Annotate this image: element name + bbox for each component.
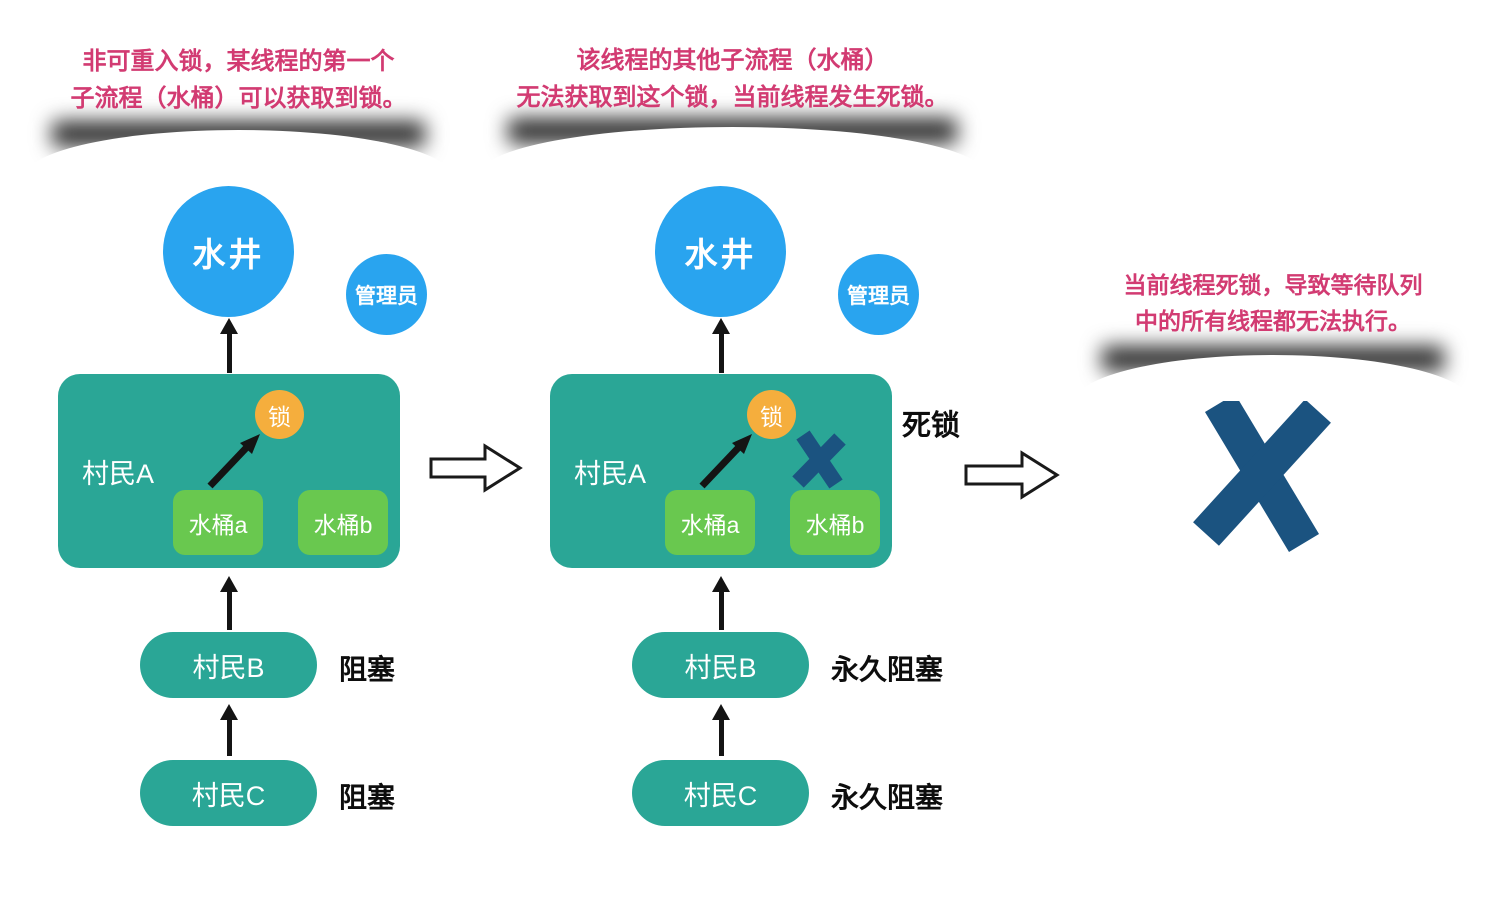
villager-b-status: 永久阻塞 [831, 654, 944, 685]
failure-cross-icon [1193, 393, 1331, 553]
villager-b-label: 村民B [192, 652, 265, 683]
bucket-b-label: 水桶b [805, 511, 865, 538]
bucket-b-box: 水桶b [298, 490, 388, 555]
up-arrow-icon [712, 576, 730, 630]
villager-c-status: 永久阻塞 [831, 782, 944, 813]
deadlock-label: 死锁 [902, 410, 961, 442]
lock-circle: 锁 [747, 390, 796, 439]
note-line: 无法获取到这个锁，当前线程发生死锁。 [516, 83, 949, 111]
arrow-head [220, 576, 238, 592]
villager-c-pill: 村民C [140, 760, 317, 826]
note-line: 非可重入锁，某线程的第一个 [82, 48, 395, 75]
bucket-a-box: 水桶a [665, 490, 755, 555]
lock-circle: 锁 [255, 390, 304, 439]
admin-label: 管理员 [847, 284, 910, 308]
lock-label: 锁 [760, 403, 783, 430]
up-arrow-icon [712, 704, 730, 756]
admin-circle: 管理员 [838, 254, 919, 335]
villager-c-label: 村民C [683, 780, 758, 811]
well-circle: 水井 [655, 186, 786, 317]
lock-label: 锁 [268, 403, 291, 430]
villager-a-label: 村民A [82, 459, 155, 489]
up-arrow-icon [220, 704, 238, 756]
note-line: 当前线程死锁，导致等待队列 [1123, 272, 1423, 298]
villager-c-pill: 村民C [632, 760, 809, 826]
diagonal-arrow-icon [699, 434, 752, 489]
villager-a-box: 村民A 锁 水桶a 水桶b [58, 374, 400, 568]
villager-c-status: 阻塞 [339, 782, 396, 813]
well-label: 水井 [192, 235, 265, 273]
note-line: 中的所有线程都无法执行。 [1135, 308, 1411, 334]
villager-b-pill: 村民B [632, 632, 809, 698]
villager-c-label: 村民C [191, 780, 266, 811]
note-other-subprocess-deadlock: 该线程的其他子流程（水桶） 无法获取到这个锁，当前线程发生死锁。 [482, 22, 983, 173]
note-line: 该线程的其他子流程（水桶） [576, 46, 889, 74]
diagonal-arrow-icon [207, 434, 260, 489]
admin-label: 管理员 [355, 284, 418, 308]
bucket-a-label: 水桶a [188, 511, 248, 538]
note-wait-queue-blocked: 当前线程死锁，导致等待队列 中的所有线程都无法执行。 [1076, 243, 1470, 401]
right-block-arrow-icon [429, 443, 523, 493]
arrow-stem [718, 334, 724, 373]
diagram-stage-1: 水井 管理员 村民A 锁 水桶a 水桶b [58, 186, 538, 846]
arrow-stem [226, 592, 232, 630]
well-circle: 水井 [163, 186, 294, 317]
villager-a-box: 村民A 锁 水桶a 水桶b [550, 374, 892, 568]
well-label: 水井 [684, 235, 757, 273]
villager-b-label: 村民B [684, 652, 757, 683]
arrow-head [220, 704, 238, 720]
bucket-b-box: 水桶b [790, 490, 880, 555]
right-block-arrow-icon [964, 450, 1060, 500]
up-arrow-icon [220, 576, 238, 630]
blocked-cross-icon [792, 430, 846, 489]
up-arrow-icon [220, 318, 238, 373]
note-line: 子流程（水桶）可以获取到锁。 [70, 85, 407, 112]
up-arrow-icon [712, 318, 730, 373]
arrow-head [220, 318, 238, 334]
arrow-stem [226, 334, 232, 373]
arrow-stem [718, 720, 724, 756]
bucket-a-box: 水桶a [173, 490, 263, 555]
villager-b-pill: 村民B [140, 632, 317, 698]
villager-a-label: 村民A [574, 459, 647, 489]
bucket-b-label: 水桶b [313, 511, 373, 538]
diagram-stage-2: 水井 管理员 村民A 锁 水桶a 水桶b [550, 186, 1030, 846]
arrow-head [712, 318, 730, 334]
admin-circle: 管理员 [346, 254, 427, 335]
arrow-head [712, 576, 730, 592]
arrow-head [712, 704, 730, 720]
arrow-stem [718, 592, 724, 630]
note-nonreentrant-lock: 非可重入锁，某线程的第一个 子流程（水桶）可以获取到锁。 [26, 22, 451, 176]
villager-b-status: 阻塞 [339, 654, 396, 685]
arrow-stem [226, 720, 232, 756]
bucket-a-label: 水桶a [680, 511, 740, 538]
